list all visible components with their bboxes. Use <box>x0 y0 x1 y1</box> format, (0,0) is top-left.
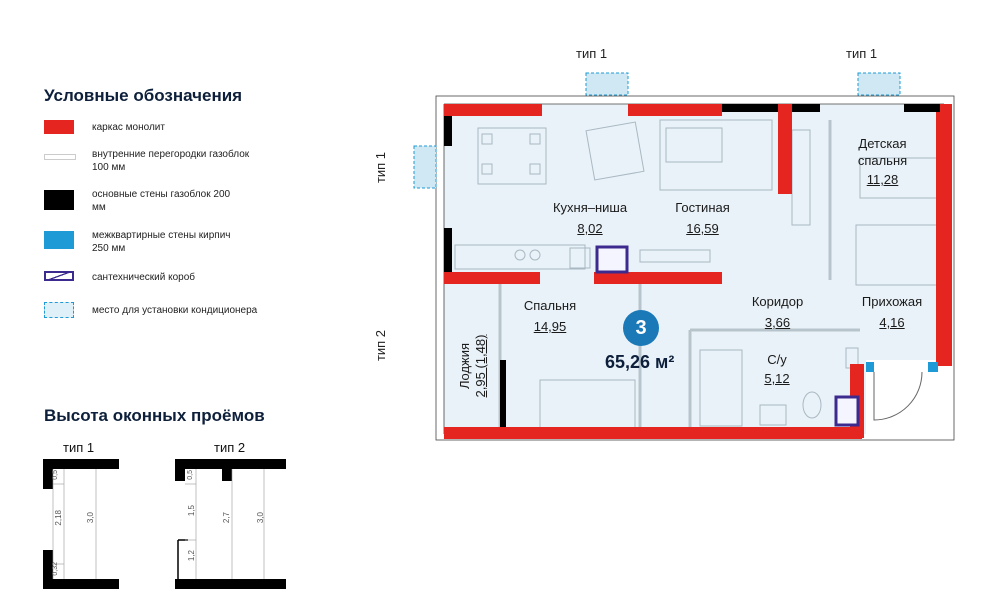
window-type1-label: тип 1 <box>63 440 95 455</box>
legend-label: внутренние перегородки газоблок 100 мм <box>92 149 250 173</box>
legend-label: место для установки кондиционера <box>92 305 258 316</box>
room-area: 5,12 <box>764 371 790 386</box>
total-area: 65,26 м² <box>605 352 675 372</box>
room-area: 16,59 <box>686 221 719 236</box>
main-wall-swatch <box>44 190 74 210</box>
window-type1-section <box>43 459 119 589</box>
shaft-swatch <box>44 271 74 281</box>
legend-label: сантехнический короб <box>92 272 195 283</box>
window-type-label-left-bottom: тип 2 <box>373 329 389 362</box>
ac-swatch <box>44 302 74 318</box>
room-kids: Детская спальня 11,28 <box>840 135 925 188</box>
room-kitchen: Кухня–ниша 8,02 <box>530 200 650 236</box>
legend-label: каркас монолит <box>92 122 165 133</box>
brick-swatch <box>44 231 74 249</box>
room-name: Спальня <box>523 298 577 313</box>
room-hallway: Прихожая 4,16 <box>852 294 932 330</box>
room-name: Коридор <box>751 294 804 309</box>
room-name: Гостиная <box>675 200 730 215</box>
window-type-label-left-top: тип 1 <box>373 151 389 184</box>
legend-label: основные стены газоблок 200 мм <box>92 189 231 213</box>
room-area: 8,02 <box>577 221 603 236</box>
monolith-walls <box>444 104 952 439</box>
monolith-swatch <box>44 120 74 134</box>
room-name: Прихожая <box>861 294 923 309</box>
main-walls <box>444 104 940 427</box>
ac-units <box>413 72 901 189</box>
partition-swatch <box>44 154 76 160</box>
room-area: 11,28 <box>866 172 899 187</box>
room-name: Детская спальня <box>857 136 908 168</box>
window-type-label-top-left: тип 1 <box>576 46 608 61</box>
windows-title: Высота оконных проёмов <box>44 406 265 425</box>
room-area: 3,66 <box>764 315 791 330</box>
window-type-label-top-right: тип 1 <box>846 46 878 61</box>
room-name: С/у <box>767 352 787 367</box>
room-bathroom: С/у 5,12 <box>742 352 812 386</box>
room-area: 4,16 <box>879 315 905 330</box>
room-name: Лоджия <box>457 342 472 390</box>
room-area: 14,95 <box>533 319 567 334</box>
window-type2-label: тип 2 <box>214 440 246 455</box>
apartment-number-badge: 3 <box>623 310 659 346</box>
room-name: Кухня–ниша <box>552 200 628 215</box>
legend-label: межквартирные стены кирпич 250 мм <box>92 230 231 254</box>
legend-title: Условные обозначения <box>44 86 243 105</box>
room-bedroom: Спальня 14,95 <box>510 298 590 334</box>
room-area: 2,95 (1,48) <box>473 334 488 398</box>
room-loggia: Лоджия 2,95 (1,48) <box>457 311 489 421</box>
room-living: Гостиная 16,59 <box>655 200 750 236</box>
plumbing-shafts <box>595 245 860 427</box>
room-corridor: Коридор 3,66 <box>735 294 820 330</box>
window-type2-section <box>175 459 286 589</box>
brick-walls <box>866 362 938 372</box>
entry-door <box>873 371 923 421</box>
